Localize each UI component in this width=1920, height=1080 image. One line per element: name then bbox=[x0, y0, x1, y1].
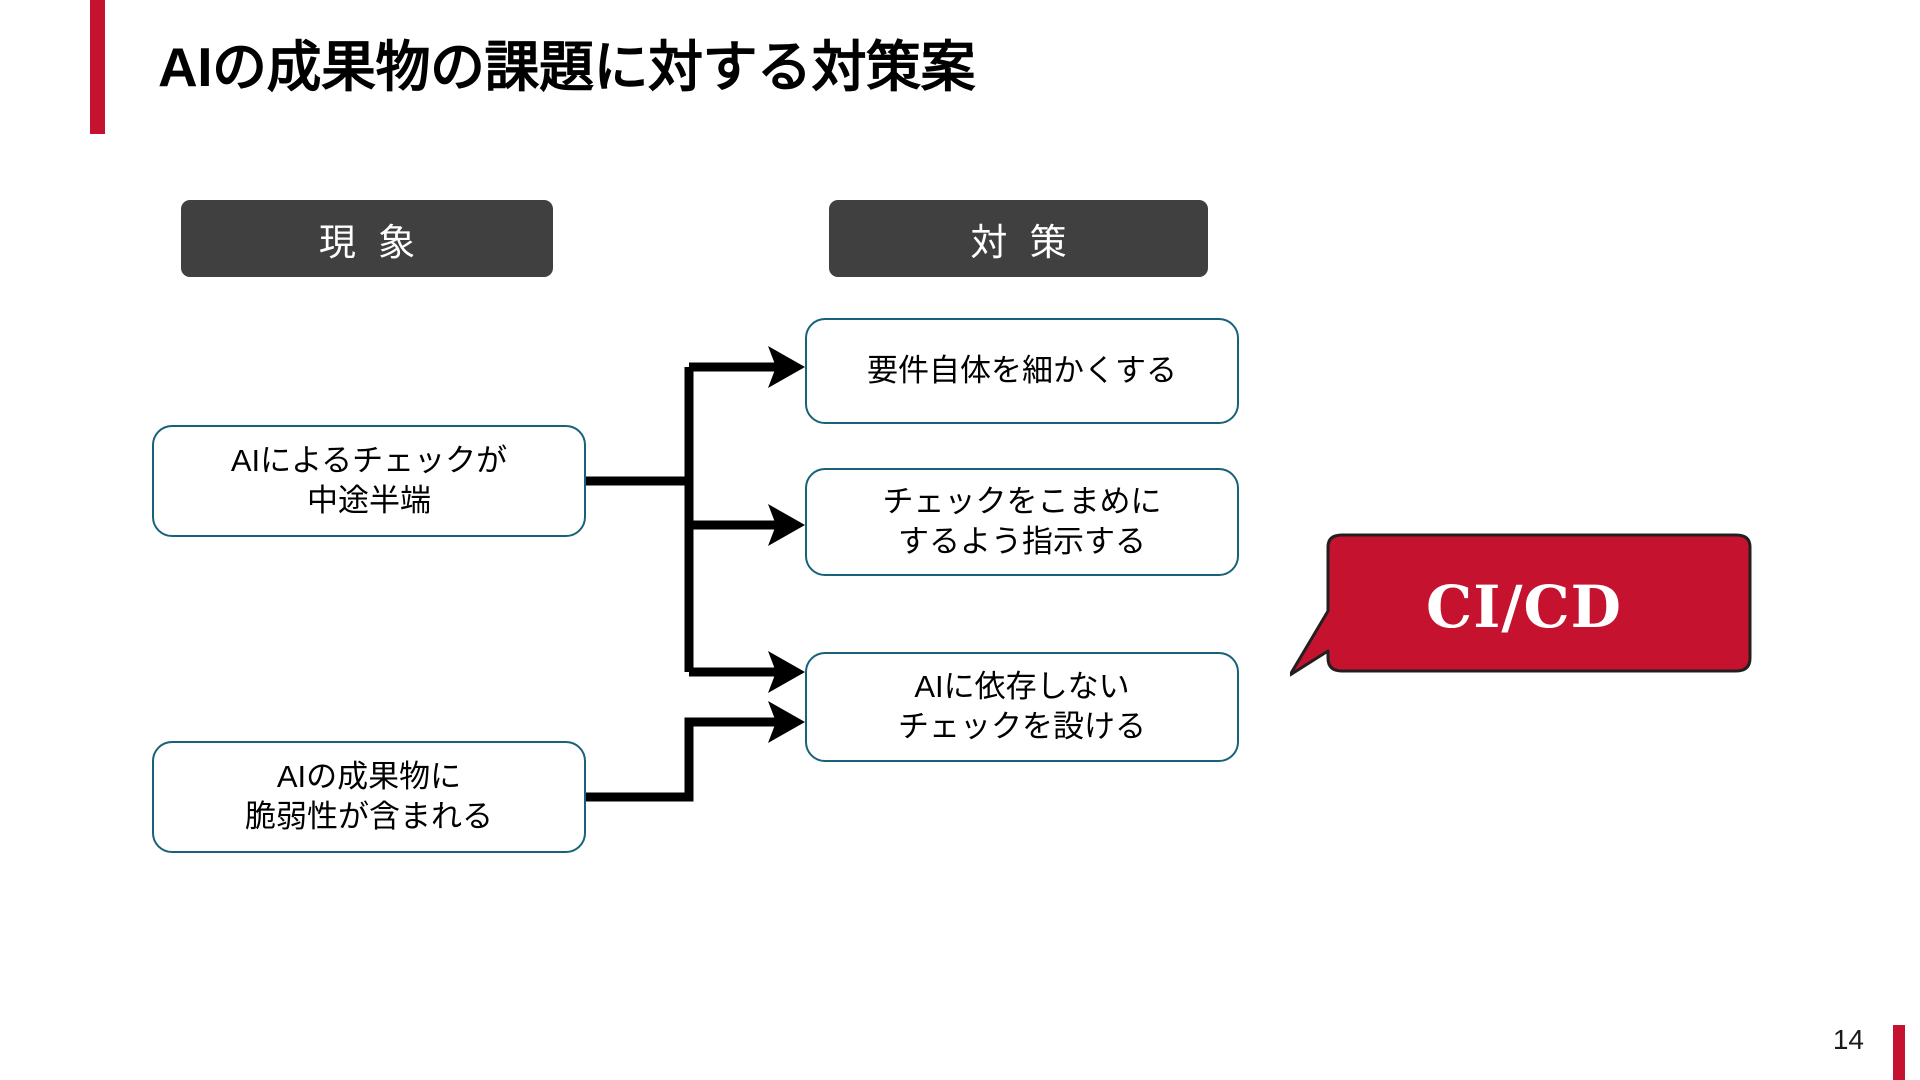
node-measure-frequent-check[interactable]: チェックをこまめに するよう指示する bbox=[805, 468, 1239, 576]
node-text: AIによるチェックが 中途半端 bbox=[231, 441, 507, 522]
title-accent-bar bbox=[90, 0, 105, 134]
node-text: AIの成果物に 脆弱性が含まれる bbox=[245, 757, 493, 838]
page-number: 14 bbox=[1832, 1024, 1864, 1055]
column-header-measures-label: 対 策 bbox=[970, 221, 1073, 263]
cicd-bubble-shape bbox=[1290, 533, 1752, 677]
arrow-heads bbox=[768, 346, 805, 743]
node-line-1: AIによるチェックが bbox=[230, 442, 508, 478]
node-phenomenon-ai-check[interactable]: AIによるチェックが 中途半端 bbox=[152, 425, 586, 537]
node-measure-fine-requirements[interactable]: 要件自体を細かくする bbox=[805, 318, 1239, 424]
column-header-measures: 対 策 bbox=[829, 200, 1208, 277]
node-text: チェックをこまめに するよう指示する bbox=[883, 482, 1162, 563]
node-line-2: 脆弱性が含まれる bbox=[245, 799, 493, 834]
node-text: AIに依存しない チェックを設ける bbox=[898, 667, 1146, 748]
node-line-2: チェックを設ける bbox=[898, 709, 1146, 744]
column-header-phenomena-label: 現 象 bbox=[318, 221, 422, 263]
footer-accent-bar bbox=[1893, 1025, 1905, 1080]
node-text: 要件自体を細かくする bbox=[867, 351, 1177, 391]
node-line-1: チェックをこまめに bbox=[882, 483, 1162, 519]
page-title: AIの成果物の課題に対する対策案 bbox=[158, 36, 976, 98]
node-line-2: 中途半端 bbox=[306, 483, 431, 518]
node-line-1: 要件自体を細かくする bbox=[867, 352, 1177, 388]
node-line-1: AIの成果物に bbox=[276, 758, 462, 794]
node-phenomenon-ai-vulnerability[interactable]: AIの成果物に 脆弱性が含まれる bbox=[152, 741, 586, 853]
cicd-callout-label: CI/CD bbox=[1426, 572, 1622, 641]
node-line-1: AIに依存しない bbox=[914, 668, 1130, 704]
column-header-phenomena: 現 象 bbox=[181, 200, 553, 277]
node-line-2: するよう指示する bbox=[898, 524, 1146, 559]
cicd-callout-bubble[interactable] bbox=[1290, 533, 1758, 680]
node-measure-independent-check[interactable]: AIに依存しない チェックを設ける bbox=[805, 652, 1239, 762]
